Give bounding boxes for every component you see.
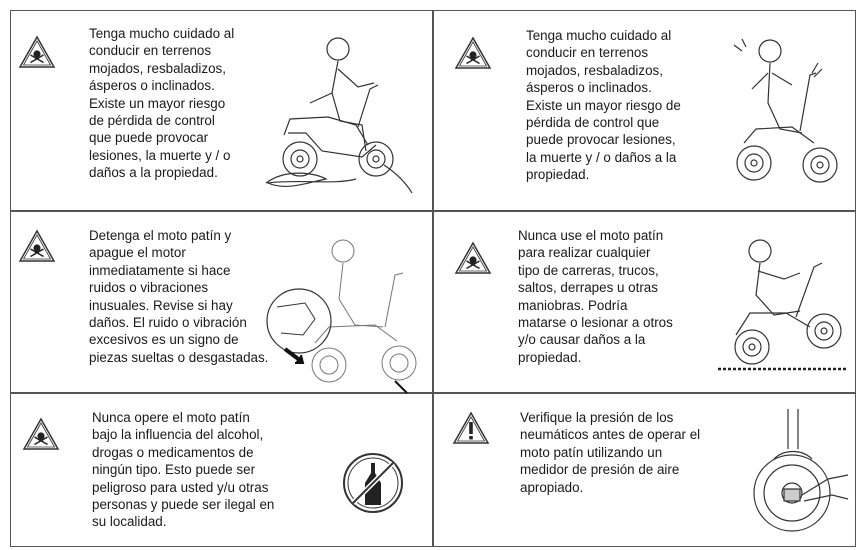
scooter-inspection-illustration	[255, 223, 425, 394]
warning-cell-no-alcohol: Nunca opere el moto patín bajo la influe…	[11, 393, 432, 548]
warning-text: Detenga el moto patín y apague el motor …	[89, 228, 269, 365]
warning-cell-noise-vibration: Detenga el moto patín y apague el motor …	[11, 211, 432, 394]
skull-warning-icon	[454, 36, 492, 70]
no-alcohol-icon	[341, 451, 405, 520]
warning-text: Verifique la presión de los neumáticos a…	[520, 410, 701, 495]
skull-warning-icon	[18, 229, 56, 263]
warning-text: Tenga mucho cuidado al conducir en terre…	[89, 26, 235, 181]
row-divider	[11, 210, 855, 212]
scooter-rider-illustration	[265, 33, 416, 203]
warning-cell-tire-pressure: Verifique la presión de los neumáticos a…	[432, 393, 857, 548]
warning-text: Tenga mucho cuidado al conducir en terre…	[526, 28, 681, 183]
scooter-wheelie-illustration	[714, 237, 854, 392]
skull-warning-icon	[22, 417, 60, 451]
skull-warning-icon	[18, 35, 56, 69]
scooter-rider-illustration	[722, 33, 847, 203]
warning-cell-wet-terrain-2: Tenga mucho cuidado al conducir en terre…	[432, 11, 857, 210]
warning-text: Nunca opere el moto patín bajo la influe…	[92, 410, 275, 530]
safety-warnings-table: Tenga mucho cuidado al conducir en terre…	[10, 10, 856, 547]
exclamation-warning-icon	[452, 411, 490, 445]
warning-text: Nunca use el moto patín para realizar cu…	[518, 228, 673, 365]
column-divider	[432, 11, 434, 546]
row-divider	[11, 392, 855, 394]
tire-pressure-gauge-illustration	[744, 409, 849, 544]
skull-warning-icon	[454, 241, 492, 275]
warning-cell-wet-terrain: Tenga mucho cuidado al conducir en terre…	[11, 11, 432, 210]
warning-cell-no-stunts: Nunca use el moto patín para realizar cu…	[432, 211, 857, 392]
